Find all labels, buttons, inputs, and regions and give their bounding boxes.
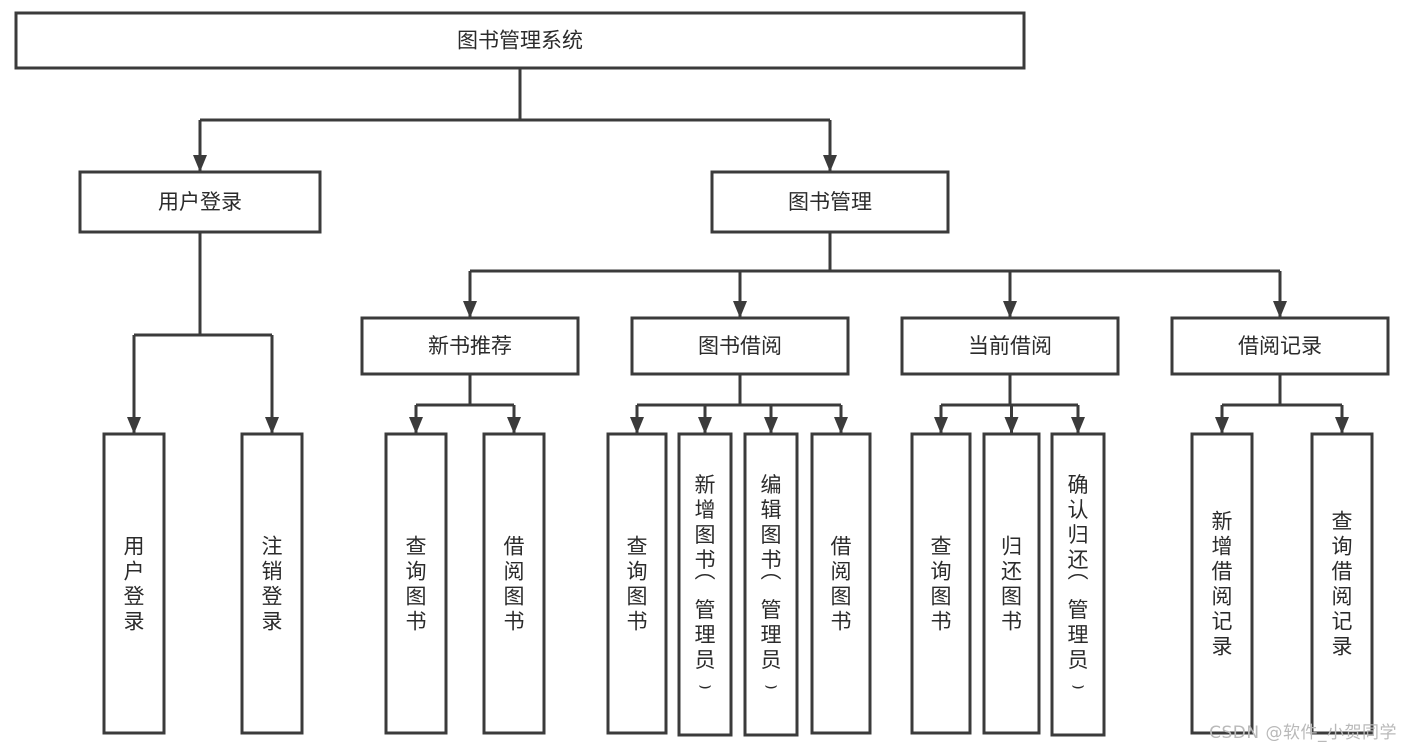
node-box-leaf-return-book: [982, 432, 1041, 735]
node-box-borrow-record: [1170, 316, 1390, 376]
node-box-leaf-query-book-bor: [606, 432, 668, 735]
node-leaf-query-book-bor[interactable]: 查询图书: [606, 432, 668, 735]
arrow-head-user-login-1: [265, 417, 279, 434]
arrow-head-book-management-1: [733, 301, 747, 318]
connector-layer: [127, 68, 1349, 434]
node-leaf-confirm-return-admin[interactable]: 确认归还⌒管理员⌣: [1050, 432, 1106, 737]
node-leaf-borrow-book-bor[interactable]: 借阅图书: [810, 432, 872, 735]
node-label-leaf-query-book-cur: 查询图书: [931, 535, 952, 634]
node-label-leaf-borrow-book-bor: 借阅图书: [831, 535, 852, 634]
node-leaf-query-borrow-record[interactable]: 查询借阅记录: [1310, 432, 1374, 735]
node-box-book-borrow: [630, 316, 850, 376]
node-borrow-record[interactable]: 借阅记录: [1170, 316, 1390, 376]
arrow-head-book-management-2: [1003, 301, 1017, 318]
node-leaf-edit-book-admin[interactable]: 编辑图书⌒管理员⌣: [743, 432, 799, 737]
node-box-leaf-query-borrow-record: [1310, 432, 1374, 735]
node-book-borrow[interactable]: 图书借阅: [630, 316, 850, 376]
node-label-current-borrow: 当前借阅: [968, 334, 1052, 358]
node-leaf-add-book-admin[interactable]: 新增图书⌒管理员⌣: [677, 432, 733, 737]
node-box-leaf-borrow-book-bor: [810, 432, 872, 735]
node-leaf-logout[interactable]: 注销登录: [240, 432, 304, 735]
node-book-management[interactable]: 图书管理: [710, 170, 950, 234]
node-user-login[interactable]: 用户登录: [78, 170, 322, 234]
node-current-borrow[interactable]: 当前借阅: [900, 316, 1120, 376]
node-label-leaf-borrow-book-rec: 借阅图书: [504, 535, 525, 634]
arrow-head-book-borrow-1: [698, 417, 712, 434]
node-leaf-return-book[interactable]: 归还图书: [982, 432, 1041, 735]
node-box-leaf-logout: [240, 432, 304, 735]
node-box-leaf-user-login: [102, 432, 166, 735]
node-leaf-query-book-cur[interactable]: 查询图书: [910, 432, 972, 735]
node-root[interactable]: 图书管理系统: [14, 11, 1026, 70]
node-label-root: 图书管理系统: [457, 29, 583, 53]
arrow-head-current-borrow-2: [1071, 417, 1085, 434]
node-label-user-login: 用户登录: [158, 190, 242, 214]
node-label-leaf-add-borrow-record: 新增借阅记录: [1212, 510, 1233, 659]
node-box-book-management: [710, 170, 950, 234]
node-leaf-borrow-book-rec[interactable]: 借阅图书: [482, 432, 546, 735]
node-box-leaf-add-book-admin: [677, 432, 733, 737]
node-box-current-borrow: [900, 316, 1120, 376]
node-box-leaf-confirm-return-admin: [1050, 432, 1106, 737]
csdn-watermark: CSDN @软件_小贺同学: [1209, 723, 1397, 743]
arrow-head-book-management-3: [1273, 301, 1287, 318]
node-label-new-book-recommend: 新书推荐: [428, 334, 512, 358]
arrow-head-root-0: [193, 155, 207, 172]
node-box-leaf-query-book-rec: [384, 432, 448, 735]
node-box-leaf-query-book-cur: [910, 432, 972, 735]
arrow-head-borrow-record-0: [1215, 417, 1229, 434]
node-box-root: [14, 11, 1026, 70]
node-box-new-book-recommend: [360, 316, 580, 376]
node-label-leaf-logout: 注销登录: [262, 535, 283, 634]
arrow-head-book-borrow-3: [834, 417, 848, 434]
node-label-leaf-return-book: 归还图书: [1001, 535, 1022, 634]
arrow-head-book-borrow-0: [630, 417, 644, 434]
node-layer: 图书管理系统用户登录图书管理新书推荐图书借阅当前借阅借阅记录用户登录注销登录查询…: [14, 11, 1390, 737]
node-leaf-user-login[interactable]: 用户登录: [102, 432, 166, 735]
node-label-borrow-record: 借阅记录: [1238, 334, 1322, 358]
arrow-head-user-login-0: [127, 417, 141, 434]
node-label-leaf-add-book-admin: 新增图书⌒管理员⌣: [695, 473, 716, 697]
node-label-leaf-query-book-bor: 查询图书: [627, 535, 648, 634]
node-label-book-management: 图书管理: [788, 190, 872, 214]
node-label-leaf-query-borrow-record: 查询借阅记录: [1332, 510, 1353, 659]
arrow-head-new-book-recommend-1: [507, 417, 521, 434]
arrow-head-book-borrow-2: [764, 417, 778, 434]
node-label-leaf-confirm-return-admin: 确认归还⌒管理员⌣: [1068, 473, 1089, 697]
node-box-leaf-edit-book-admin: [743, 432, 799, 737]
arrow-head-borrow-record-1: [1335, 417, 1349, 434]
arrow-head-root-1: [823, 155, 837, 172]
node-box-leaf-borrow-book-rec: [482, 432, 546, 735]
arrow-head-current-borrow-0: [934, 417, 948, 434]
node-label-book-borrow: 图书借阅: [698, 334, 782, 358]
node-leaf-query-book-rec[interactable]: 查询图书: [384, 432, 448, 735]
node-leaf-add-borrow-record[interactable]: 新增借阅记录: [1190, 432, 1254, 735]
arrow-head-book-management-0: [463, 301, 477, 318]
node-new-book-recommend[interactable]: 新书推荐: [360, 316, 580, 376]
node-box-leaf-add-borrow-record: [1190, 432, 1254, 735]
arrow-head-current-borrow-1: [1004, 417, 1019, 434]
node-box-user-login: [78, 170, 322, 234]
node-label-leaf-query-book-rec: 查询图书: [406, 535, 427, 634]
arrow-head-new-book-recommend-0: [409, 417, 423, 434]
node-label-leaf-edit-book-admin: 编辑图书⌒管理员⌣: [761, 473, 782, 697]
node-label-leaf-user-login: 用户登录: [124, 535, 145, 634]
